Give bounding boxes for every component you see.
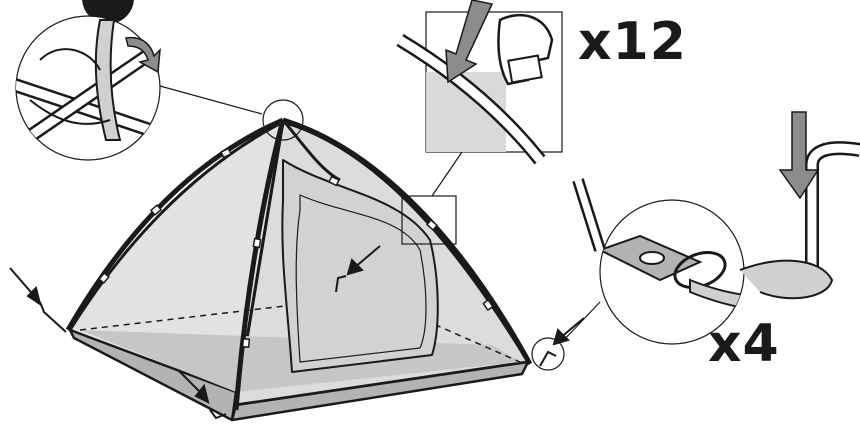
tent-icon bbox=[68, 120, 530, 420]
clip-count-label: x12 bbox=[578, 16, 687, 68]
zoom-detail-stake bbox=[532, 112, 860, 370]
stake-count-label: x4 bbox=[708, 318, 780, 370]
zoom-detail-clip bbox=[400, 0, 562, 244]
webbing-strap-loop bbox=[740, 261, 832, 299]
stake-icon bbox=[40, 302, 66, 332]
stake-icon bbox=[540, 352, 556, 366]
